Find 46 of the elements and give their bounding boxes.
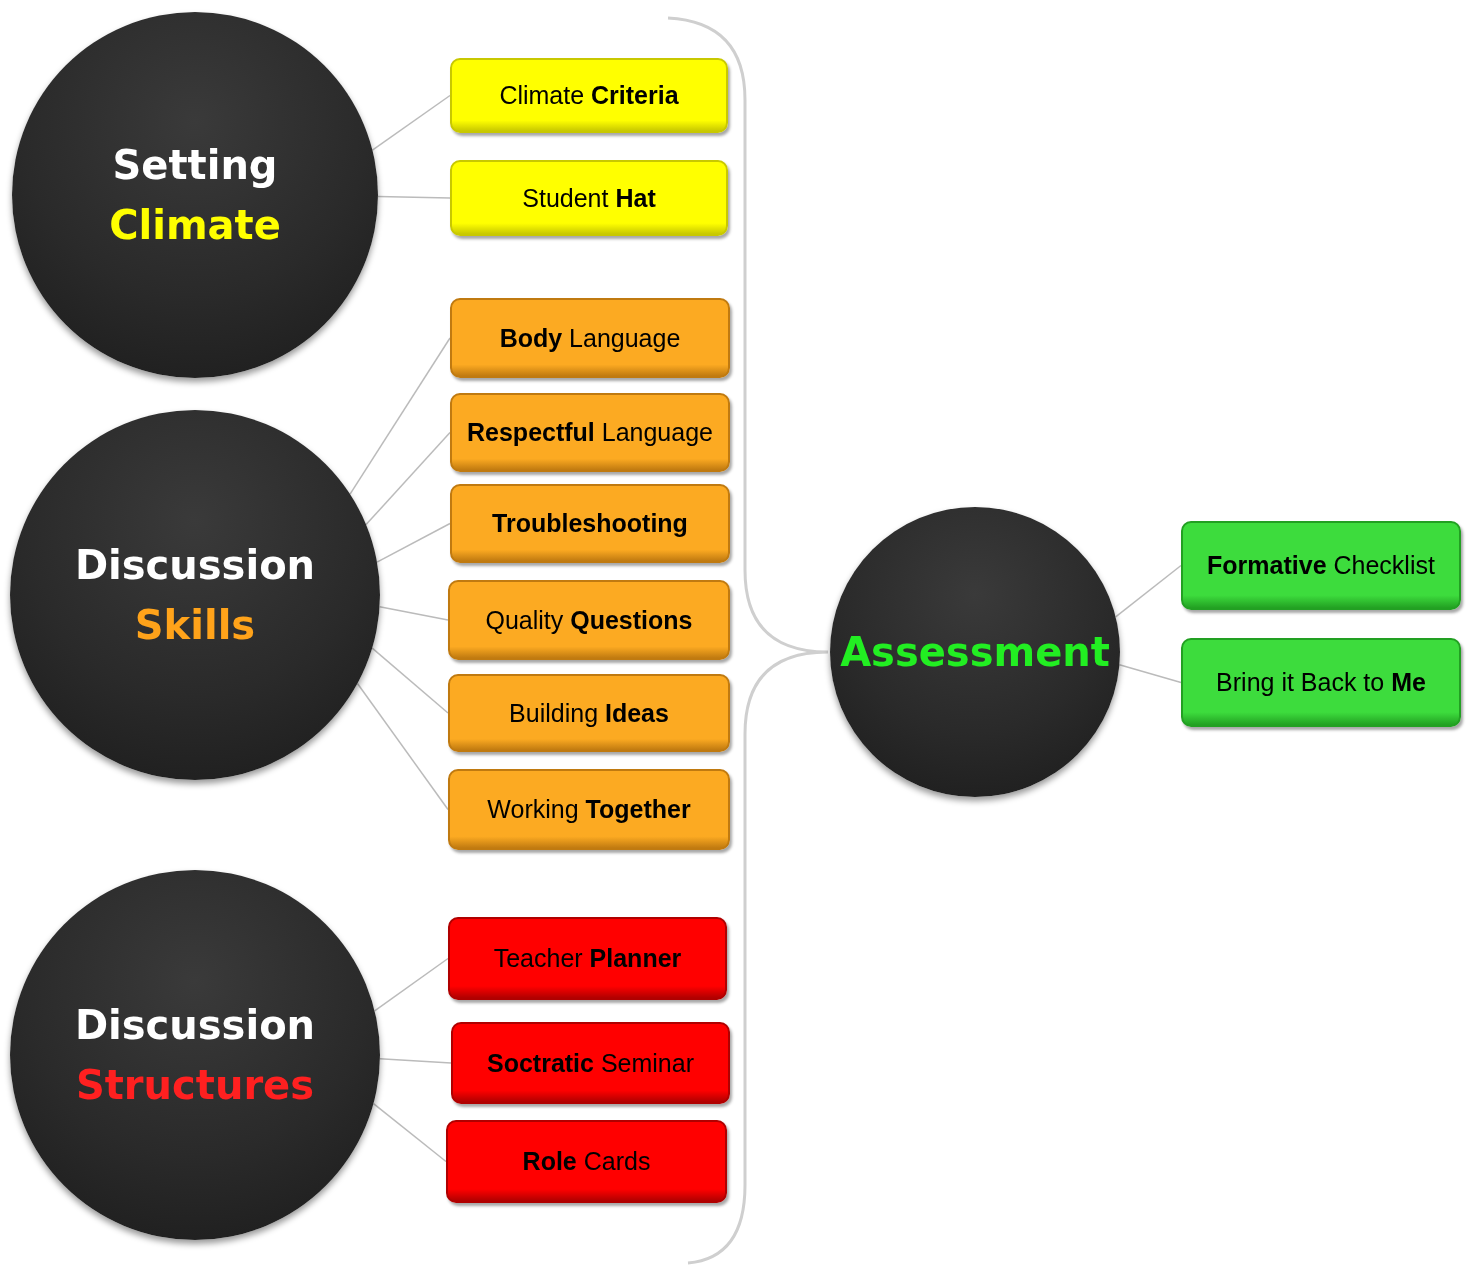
item-box [446,1120,727,1203]
connector-line [378,605,449,621]
item-box [450,58,728,133]
item-box [448,769,730,850]
item-label: Respectful Language [467,418,713,447]
topic-label: Assessment [840,628,1110,677]
connector-line [1114,564,1182,618]
item-box [450,298,730,378]
connector-line [373,957,449,1012]
topic-label: Discussion [74,1001,316,1050]
item-label: Working Together [487,795,691,824]
connector-line [376,522,451,563]
connector-line [371,94,451,151]
item-label: Body Language [499,323,681,353]
item-label: Troubleshooting [492,509,688,538]
item-label: Role Cards [522,1147,651,1176]
item-box [448,580,730,660]
topic-label: Skills [134,601,256,650]
item-box [451,1022,730,1104]
connector-line [372,1102,447,1163]
item-label: Soctratic Seminar [487,1048,694,1078]
item-box [448,917,727,1000]
item-box [450,160,728,236]
item-box [448,674,730,752]
connector-line [356,682,449,811]
item-label: Formative Checklist [1207,551,1435,580]
item-label: Bring it Back to Me [1216,668,1426,697]
connector-line [365,431,451,526]
topic-label: Discussion [74,541,316,590]
topic-label: Setting [112,141,278,190]
connector-line [379,1058,452,1064]
item-label: Quality Questions [485,605,693,635]
item-box [450,393,730,472]
connector-line [371,647,449,714]
connector-line [1118,664,1182,684]
connector-line [349,337,451,495]
item-label: Building Ideas [509,698,669,728]
topic-label: Climate [109,201,281,250]
item-box [1181,521,1461,610]
item-label: Climate Criteria [499,81,679,110]
item-box [450,484,730,563]
item-box [1181,638,1461,727]
item-label: Student Hat [522,183,656,213]
topic-label: Structures [75,1061,315,1110]
connector-line [377,195,451,199]
item-label: Teacher Planner [493,944,682,973]
